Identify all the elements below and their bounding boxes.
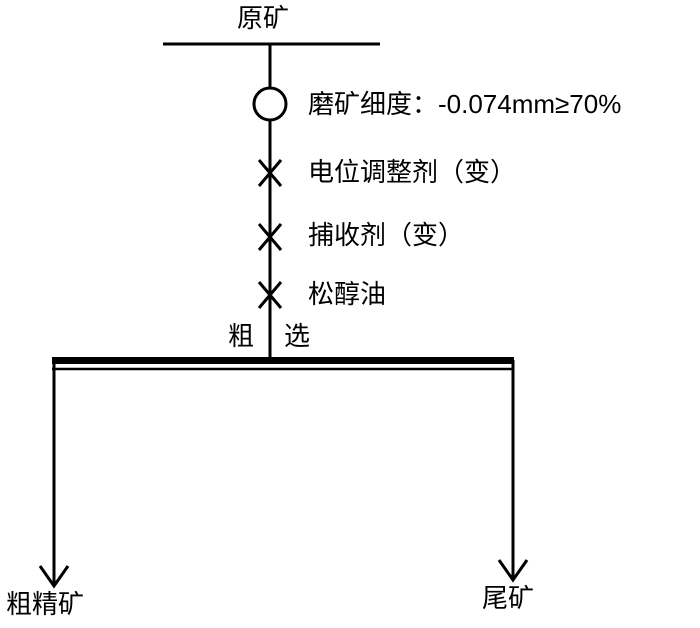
concentrate-label: 粗精矿 (6, 590, 85, 620)
roughing-bar-thick (52, 357, 514, 364)
tailings-label: 尾矿 (482, 584, 535, 614)
feed-label: 原矿 (237, 4, 290, 34)
reagent-label-1: 电位调整剂（变） (308, 158, 517, 188)
reagent-label-2: 捕收剂（变） (308, 221, 465, 251)
roughing-label-left: 粗 (228, 322, 255, 352)
reagent-cross-icon-1 (257, 159, 283, 187)
reagent-cross-icon-2 (257, 223, 283, 251)
reagent-label-3: 松醇油 (308, 280, 387, 310)
grinding-fineness-label: 磨矿细度：-0.074mm≥70% (308, 89, 622, 119)
grinding-circle-icon (252, 86, 288, 122)
concentrate-arrow-icon (38, 565, 70, 589)
reagent-cross-icon-3 (257, 281, 283, 309)
roughing-label-right: 选 (284, 322, 311, 352)
tailings-arrow-icon (497, 559, 529, 583)
